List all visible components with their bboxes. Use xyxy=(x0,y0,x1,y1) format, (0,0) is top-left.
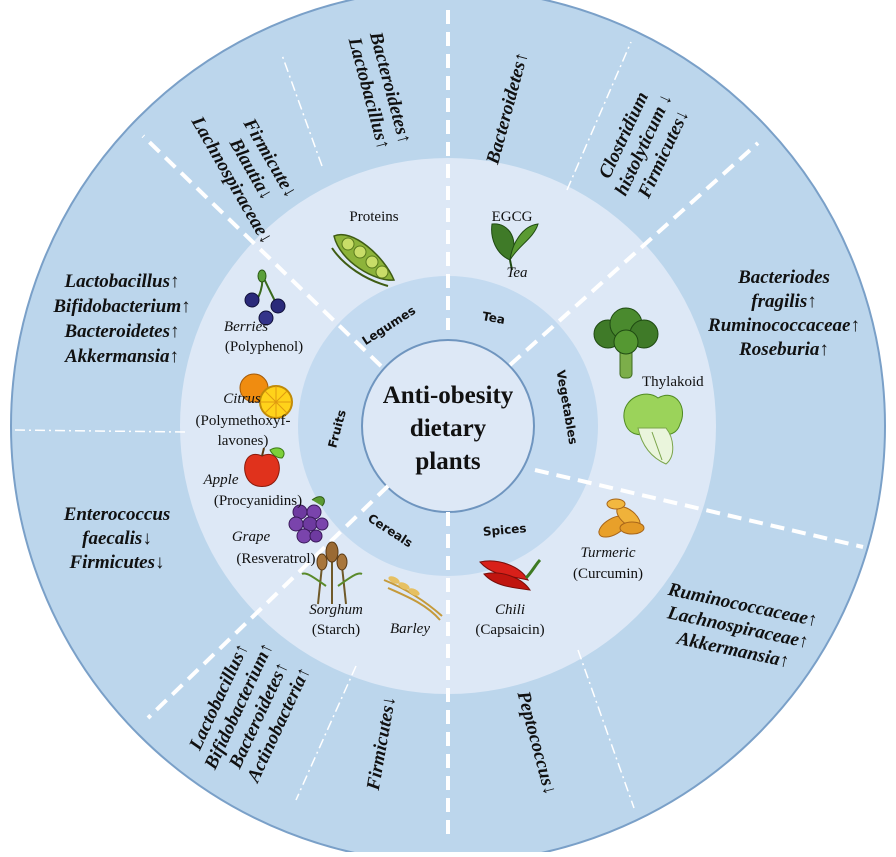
label-resveratrol: (Resveratrol) xyxy=(236,551,315,567)
label-apple: Apple xyxy=(203,472,239,488)
label-starch: (Starch) xyxy=(312,622,360,638)
microbe-label: Bacteroidetes↑ xyxy=(63,321,179,342)
subsector-dividers xyxy=(10,41,635,809)
label-proteins: Proteins xyxy=(349,209,398,225)
microbiota-vegetables: Bacteriodes fragilis↑ Ruminococcaceae↑ R… xyxy=(707,267,860,360)
barley-icon xyxy=(383,576,443,621)
label-thylakoid: Thylakoid xyxy=(642,374,704,390)
label-capsaicin: (Capsaicin) xyxy=(475,622,544,638)
center-title: Anti-obesity dietary plants xyxy=(383,382,514,475)
microbe-label: faecalis↓ xyxy=(82,528,152,549)
turmeric-icon xyxy=(598,498,645,538)
label-polymethoxyflavones-2: lavones) xyxy=(218,433,269,449)
broccoli-icon xyxy=(593,307,659,379)
label-turmeric: Turmeric xyxy=(580,545,635,561)
microbe-label: Bacteriodes xyxy=(737,267,830,288)
citrus-icon xyxy=(239,373,293,419)
sector-dividers xyxy=(141,10,864,840)
label-grape: Grape xyxy=(232,529,271,545)
category-tea: Tea xyxy=(481,309,506,327)
microbe-label: Bifidobacterium↑ xyxy=(52,296,190,317)
tea-leaf-icon xyxy=(491,223,539,271)
microbiota-fruits-a: Enterococcus faecalis↓ Firmicutes↓ xyxy=(63,504,171,573)
label-chili: Chili xyxy=(495,602,525,618)
microbiota-fruits-b: Lactobacillus↑ Bifidobacterium↑ Bacteroi… xyxy=(52,271,190,367)
microbe-label: Firmicutes↓ xyxy=(68,552,164,573)
label-berries: Berries xyxy=(224,319,268,335)
microbe-label: Akkermansia↑ xyxy=(64,346,179,367)
label-tea: Tea xyxy=(506,265,527,281)
label-citrus: Citrus xyxy=(223,391,261,407)
label-barley: Barley xyxy=(390,621,430,637)
label-polymethoxyflavones-1: (Polymethoxyf- xyxy=(196,413,291,429)
label-sorghum: Sorghum xyxy=(309,602,363,618)
microbe-label: Lactobacillus↑ xyxy=(63,271,179,292)
category-spices: Spices xyxy=(482,521,527,539)
label-polyphenol: (Polyphenol) xyxy=(225,339,303,355)
microbe-label: Ruminococcaceae↑ xyxy=(707,315,860,336)
label-egcg: EGCG xyxy=(492,209,533,225)
center-line-1: Anti-obesity xyxy=(383,382,514,409)
berries-icon xyxy=(244,269,286,326)
grape-icon xyxy=(288,496,329,544)
pea-pod-icon xyxy=(331,233,396,287)
center-line-3: plants xyxy=(415,448,481,475)
bok-choy-icon xyxy=(623,393,683,465)
label-procyanidins: (Procyanidins) xyxy=(214,493,302,509)
microbe-label: fragilis↑ xyxy=(751,291,816,312)
sorghum-icon xyxy=(301,541,363,605)
microbe-label: Roseburia↑ xyxy=(738,339,829,360)
chili-pepper-icon xyxy=(479,558,542,591)
center-line-2: dietary xyxy=(410,415,487,442)
microbe-label: Enterococcus xyxy=(63,504,171,525)
label-curcumin: (Curcumin) xyxy=(573,566,643,582)
apple-icon xyxy=(244,447,285,487)
